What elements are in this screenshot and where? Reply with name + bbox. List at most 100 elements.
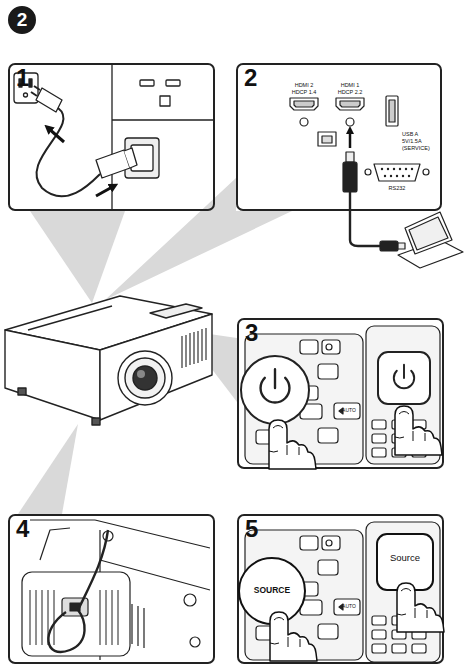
hdmi-connection-illustration (389, 100, 395, 122)
projector-body (118, 351, 172, 405)
power-button-illustration (372, 448, 386, 457)
step-number: 3 (245, 320, 258, 346)
projector-body (28, 306, 112, 330)
hdmi-connection-illustration (346, 152, 354, 162)
hdmi-connection-illustration (350, 192, 380, 246)
node-outline (377, 534, 433, 590)
step-panel: 4 (8, 514, 215, 664)
step-panel: 1 (8, 63, 215, 211)
step-number: 2 (244, 65, 257, 91)
hand-finger (397, 583, 444, 632)
source-button-illustration (412, 644, 426, 653)
hdmi-connection-illustration (290, 96, 463, 268)
security-lock-illustration (30, 519, 95, 520)
port-label: HDCP 2.2 (338, 90, 363, 96)
hand-finger (270, 612, 317, 661)
hdmi-connection-illustration (365, 169, 371, 175)
projector-body (137, 370, 145, 378)
power-cord-illustration (124, 148, 137, 168)
projector-body (5, 330, 100, 420)
power-cord-illustration (29, 79, 32, 87)
node-text-holder: 1 (16, 65, 29, 91)
security-lock-illustration (30, 590, 118, 645)
projector-body (100, 314, 212, 420)
source-button-illustration (322, 536, 340, 550)
step-number: 1 (16, 65, 29, 91)
hdmi-connection-illustration (346, 118, 354, 126)
security-lock-illustration (22, 520, 210, 660)
port-label: 5V/1.5A (402, 139, 422, 145)
hdmi-connection-illustration (405, 212, 452, 254)
port-label: HDCP 1.4 (292, 90, 317, 96)
power-cord-illustration (96, 186, 114, 196)
hdmi-connection-illustration (318, 132, 336, 146)
button-label: AUTO (342, 604, 356, 609)
port-label: (SERVICE) (402, 146, 430, 152)
button-name: Source (390, 553, 420, 563)
hdmi-connection-illustration (322, 136, 332, 143)
node-text-holder: 2 (8, 6, 36, 34)
source-button-illustration (300, 536, 318, 550)
step-badge: 2 (8, 6, 36, 34)
hdmi-connection-illustration (349, 130, 352, 148)
security-lock-illustration (22, 572, 130, 656)
source-button-illustration (372, 644, 386, 653)
power-button-illustration (261, 369, 290, 402)
security-lock-illustration (184, 594, 196, 606)
hdmi-connection-illustration (380, 241, 398, 251)
hdmi-connection-illustration (374, 164, 420, 181)
power-button-illustration (334, 403, 360, 419)
power-cord-illustration (96, 150, 130, 178)
hdmi-connection-illustration (343, 162, 357, 192)
step-badge-number: 2 (17, 10, 28, 31)
hdmi-connection-illustration (300, 118, 308, 126)
port-label: RS232 (389, 186, 406, 192)
port-label: USB A (402, 132, 418, 138)
light-beam (105, 178, 292, 300)
node-text-holder: 2 (244, 65, 257, 91)
hdmi-connection-illustration (294, 101, 314, 107)
projector-body (150, 304, 202, 318)
hand-finger (395, 406, 442, 455)
power-cord-illustration (160, 96, 170, 106)
hdmi-connection-illustration (336, 98, 364, 110)
power-cord-illustration (14, 64, 213, 209)
power-button-illustration (241, 356, 309, 424)
source-button-illustration (334, 599, 360, 615)
step-number: 5 (245, 516, 258, 542)
button-label: AUTO (342, 408, 356, 413)
power-cord-illustration (125, 138, 159, 178)
power-cord-illustration (140, 80, 154, 86)
power-button-illustration (372, 434, 386, 443)
projector-body (18, 388, 26, 395)
button-name: SOURCE (254, 586, 290, 595)
projector-body (5, 296, 212, 425)
power-cord-illustration (37, 108, 100, 196)
port-label: HDMI 2 (295, 83, 314, 89)
hand-finger (269, 420, 316, 469)
power-cord-illustration (112, 64, 213, 209)
node-text-holder: 3 (245, 320, 258, 346)
source-button-illustration (372, 616, 386, 625)
light-beam (30, 211, 125, 303)
power-button-illustration (394, 365, 414, 388)
hdmi-connection-illustration (290, 98, 318, 110)
port-label: HDMI 1 (341, 83, 360, 89)
power-button-illustration (326, 344, 332, 350)
source-button-illustration (392, 644, 406, 653)
hdmi-connection-illustration (398, 243, 405, 249)
node-text-holder: 4 (16, 516, 29, 542)
power-button-illustration (318, 428, 338, 443)
source-button-illustration (318, 624, 338, 639)
hdmi-connection-illustration (423, 169, 429, 175)
source-button-illustration (318, 560, 338, 575)
hdmi-connection-illustration (386, 96, 398, 126)
power-button-illustration (322, 340, 340, 354)
security-lock-illustration (48, 610, 84, 652)
node-text-holder: Source (376, 529, 434, 587)
power-button-illustration (300, 340, 318, 354)
power-button-illustration (372, 420, 386, 429)
